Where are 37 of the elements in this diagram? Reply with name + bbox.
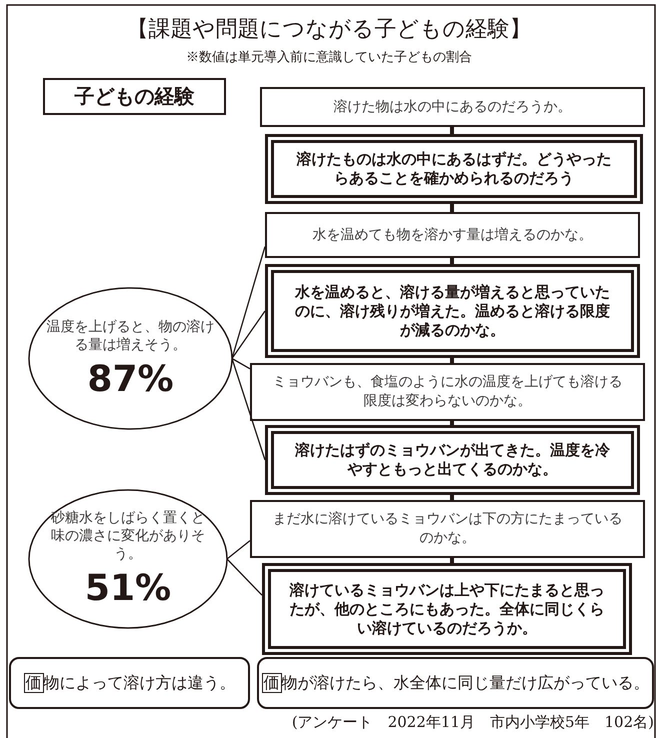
bubble-text: 温度を上げると、物の溶ける量は増えそう。 — [46, 318, 216, 354]
conclusion-text: 物によって溶け方は違う。 — [44, 672, 236, 694]
connector-bar — [450, 204, 454, 212]
finding-box: 溶けたものは水の中にあるはずだ。どうやったらあることを確かめられるのだろう — [265, 134, 643, 204]
boxed-mark: 価 — [262, 673, 282, 693]
question-box: 水を温めても物を溶かす量は増えるのかな。 — [265, 212, 640, 258]
question-box: まだ水に溶けているミョウバンは下の方にたまっているのかな。 — [250, 500, 645, 558]
survey-note: (アンケート 2022年11月 市内小学校5年 102名) — [292, 713, 654, 732]
connector-line — [232, 358, 250, 370]
percentage: 51% — [84, 569, 172, 609]
finding-box: 溶けているミョウバンは上や下にたまると思ったが、他のところにもあった。全体に同じくらい溶けているのだろうか。 — [262, 563, 632, 655]
rounded-box — [257, 657, 654, 709]
boxed-mark: 価 — [24, 673, 44, 693]
connector-line — [231, 246, 266, 359]
question-box: ミョウバンも、食塩のように水の温度を上げても溶ける限度は変わらないのかな。 — [250, 363, 645, 421]
finding-box: 溶けたはずのミョウバンが出てきた。温度を冷やすともっと出てくるのかな。 — [265, 425, 640, 495]
connector-bar — [450, 258, 454, 264]
connector-bar — [450, 558, 454, 563]
percentage: 87% — [87, 360, 174, 400]
subtitle-note: ※数値は単元導入前に意識していた子どもの割合 — [185, 49, 473, 66]
connector-bar — [450, 127, 454, 134]
ellipse-bubble — [28, 489, 228, 629]
ellipse-bubble — [28, 287, 233, 430]
connector-line — [226, 558, 262, 596]
connector-line — [226, 540, 250, 560]
connector-line — [231, 310, 266, 359]
finding-box: 水を温めると、溶ける量が増えると思っていたのに、溶け残りが増えた。温めると溶ける限度が減るのかな。 — [265, 264, 640, 358]
question-box: 溶けた物は水の中にあるのだろうか。 — [260, 87, 645, 127]
rounded-box — [9, 657, 250, 709]
connector-bar — [450, 495, 454, 500]
connector-bar — [450, 421, 454, 425]
heading-box: 子どもの経験 — [43, 78, 226, 115]
bubble-text: 砂糖水をしばらく置くと味の濃さに変化がありそう。 — [50, 509, 206, 563]
connector-line — [231, 358, 266, 460]
conclusion-text: 物が溶けたら、水全体に同じ量だけ広がっている。 — [282, 672, 650, 694]
connector-bar — [450, 358, 454, 363]
title: 【課題や問題につながる子どもの経験】 — [126, 16, 532, 44]
